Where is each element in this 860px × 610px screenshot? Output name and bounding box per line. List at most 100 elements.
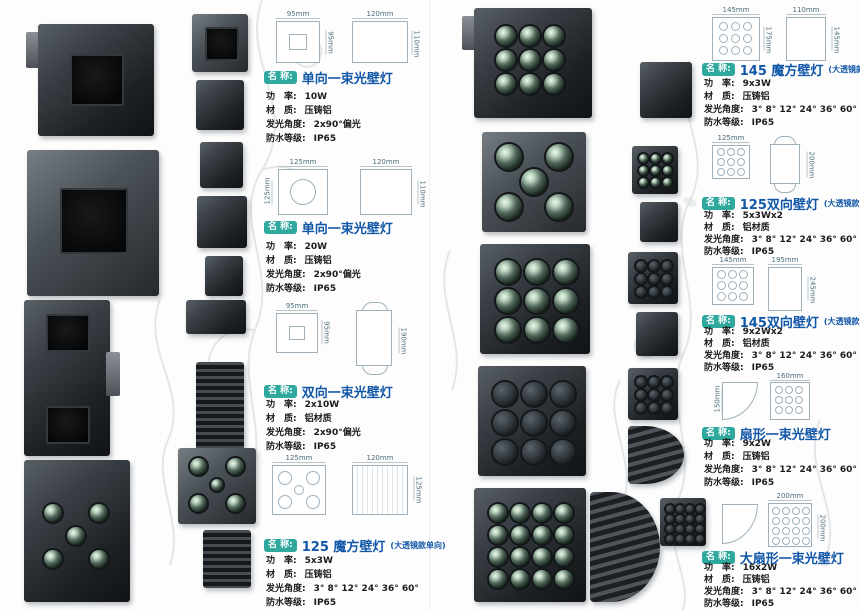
spec-value: IP65 bbox=[751, 363, 775, 373]
led-array bbox=[496, 26, 564, 94]
spec-value: 压铸铝 bbox=[742, 452, 770, 462]
spec-value: IP65 bbox=[751, 247, 775, 257]
product-photo-small bbox=[640, 202, 678, 242]
name-badge: 名 称: bbox=[264, 539, 297, 552]
product-photo-small bbox=[178, 448, 256, 524]
fan-profile bbox=[722, 504, 758, 544]
spec-power: 功 率:9x2Wx2 bbox=[704, 326, 857, 338]
dim-label: 200mm bbox=[807, 151, 816, 179]
lamp-window bbox=[70, 54, 124, 106]
led-array bbox=[636, 261, 672, 297]
front-view bbox=[712, 17, 760, 61]
spec-label: 发光角度: bbox=[704, 465, 744, 475]
product-name: 145双向壁灯 bbox=[739, 316, 819, 331]
spec-angle: 发光角度:3° 8° 12° 24° 36° 60° bbox=[704, 586, 857, 598]
spec-power: 功 率:10W bbox=[266, 90, 361, 104]
spec-label: 防水等级: bbox=[704, 247, 744, 257]
spec-value: 9x2Wx2 bbox=[742, 327, 783, 337]
side-view bbox=[770, 144, 800, 184]
product-photo-small bbox=[628, 252, 678, 304]
spec-label: 材 质: bbox=[704, 92, 735, 102]
spec-label: 材 质: bbox=[266, 256, 297, 266]
led-array bbox=[190, 458, 244, 512]
dim-label: 125mm bbox=[414, 476, 423, 504]
mount-bracket bbox=[106, 352, 120, 396]
spec-waterproof: 防水等级: IP65 bbox=[266, 282, 361, 296]
side-view bbox=[360, 169, 412, 215]
spec-value: IP65 bbox=[313, 442, 337, 452]
dim-label: 95mm bbox=[276, 302, 318, 311]
spec-material: 材 质:压铸铝 bbox=[266, 568, 419, 582]
spec-waterproof: 防水等级:IP65 bbox=[266, 596, 419, 610]
name-badge: 名 称: bbox=[702, 427, 735, 440]
led-array bbox=[636, 377, 672, 413]
product-photo-small bbox=[203, 530, 251, 588]
product-name-row: 名 称: 125双向壁灯 (大透镜款) bbox=[702, 194, 860, 213]
spec-value: 2x90°偏光 bbox=[313, 120, 361, 130]
spec-material: 材 质:铝材质 bbox=[704, 222, 857, 234]
spec-value: 3° 8° 12° 24° 36° 60° bbox=[751, 351, 857, 361]
spec-value: 3° 8° 12° 24° 36° 60° bbox=[751, 105, 857, 115]
dim-label: 145mm bbox=[832, 26, 841, 54]
spec-value: 压铸铝 bbox=[742, 92, 770, 102]
product-photo-small bbox=[636, 312, 678, 356]
side-view bbox=[352, 465, 408, 515]
spec-label: 材 质: bbox=[704, 339, 735, 349]
spec-label: 防水等级: bbox=[266, 442, 306, 452]
dim-label: 120mm bbox=[352, 10, 408, 19]
spec-label: 发光角度: bbox=[704, 351, 744, 361]
spec-angle: 发光角度:2x90°偏光 bbox=[266, 268, 361, 282]
spec-waterproof: 防水等级:IP65 bbox=[704, 477, 857, 490]
spec-power: 功 率:2x10W bbox=[266, 398, 361, 412]
product-photo-small bbox=[205, 256, 243, 296]
product-name: 大扇形一束光壁灯 bbox=[739, 552, 844, 567]
front-view bbox=[770, 382, 810, 420]
spec-value: 2x90°偏光 bbox=[313, 270, 361, 280]
dim-label: 110mm bbox=[412, 30, 421, 58]
spec-label: 发光角度: bbox=[266, 428, 306, 438]
spec-label: 功 率: bbox=[704, 211, 735, 221]
spec-label: 发光角度: bbox=[266, 584, 306, 594]
spec-value: 9x2W bbox=[742, 439, 771, 449]
spec-value: IP65 bbox=[313, 134, 337, 144]
lamp-window bbox=[205, 27, 239, 61]
spec-label: 防水等级: bbox=[704, 118, 744, 128]
dim-label: 120mm bbox=[360, 158, 412, 167]
spec-value: 3° 8° 12° 24° 36° 60° bbox=[751, 235, 857, 245]
side-view bbox=[768, 267, 802, 311]
dim-label: 200mm bbox=[768, 492, 812, 501]
spec-value: 铝材质 bbox=[742, 339, 770, 349]
spec-power: 功 率:20W bbox=[266, 240, 361, 254]
spec-value: 3° 8° 12° 24° 36° 60° bbox=[751, 465, 857, 475]
spec-label: 防水等级: bbox=[704, 363, 744, 373]
spec-list: 功 率:16x2W 材 质:压铸铝 发光角度:3° 8° 12° 24° 36°… bbox=[704, 562, 857, 610]
side-view bbox=[786, 17, 826, 61]
spec-value: 2x90°偏光 bbox=[313, 428, 361, 438]
product-name: 125 魔方壁灯 bbox=[301, 540, 386, 555]
front-view bbox=[276, 21, 320, 63]
spec-material: 材 质:铝材质 bbox=[266, 412, 361, 426]
product-photo-large bbox=[24, 300, 110, 456]
spec-value: IP65 bbox=[313, 284, 337, 294]
product-name: 145 魔方壁灯 bbox=[739, 64, 824, 79]
spec-value: 20W bbox=[304, 242, 328, 252]
spec-angle: 发光角度:3° 8° 12° 24° 36° 60° bbox=[704, 104, 857, 117]
product-photo-small bbox=[192, 14, 248, 72]
dimension-diagram: 150mm 160mm bbox=[706, 372, 856, 424]
spec-power: 功 率:16x2W bbox=[704, 562, 857, 574]
beam-down-icon bbox=[774, 184, 796, 193]
spec-label: 防水等级: bbox=[266, 284, 306, 294]
spec-label: 发光角度: bbox=[704, 587, 744, 597]
spec-material: 材 质: 铝材质 bbox=[704, 338, 857, 350]
spec-waterproof: 防水等级:IP65 bbox=[704, 117, 857, 130]
led-array bbox=[493, 382, 575, 464]
product-name-suffix: (大透镜款) bbox=[823, 199, 860, 208]
product-name-suffix: (大透镜款) bbox=[823, 317, 860, 326]
product-name-row: 名 称: 双向一束光壁灯 bbox=[264, 382, 398, 401]
lens-grid bbox=[273, 466, 325, 514]
lamp-window bbox=[60, 188, 128, 254]
spec-angle: 发光角度: 3° 8° 12° 24° 36° 60° bbox=[704, 350, 857, 362]
spec-list: 功 率:10W 材 质:压铸铝 发光角度:2x90°偏光 防水等级:IP65 bbox=[266, 90, 361, 146]
dim-label: 95mm bbox=[276, 10, 320, 19]
dimension-diagram: 200mm 200mm bbox=[706, 492, 860, 550]
